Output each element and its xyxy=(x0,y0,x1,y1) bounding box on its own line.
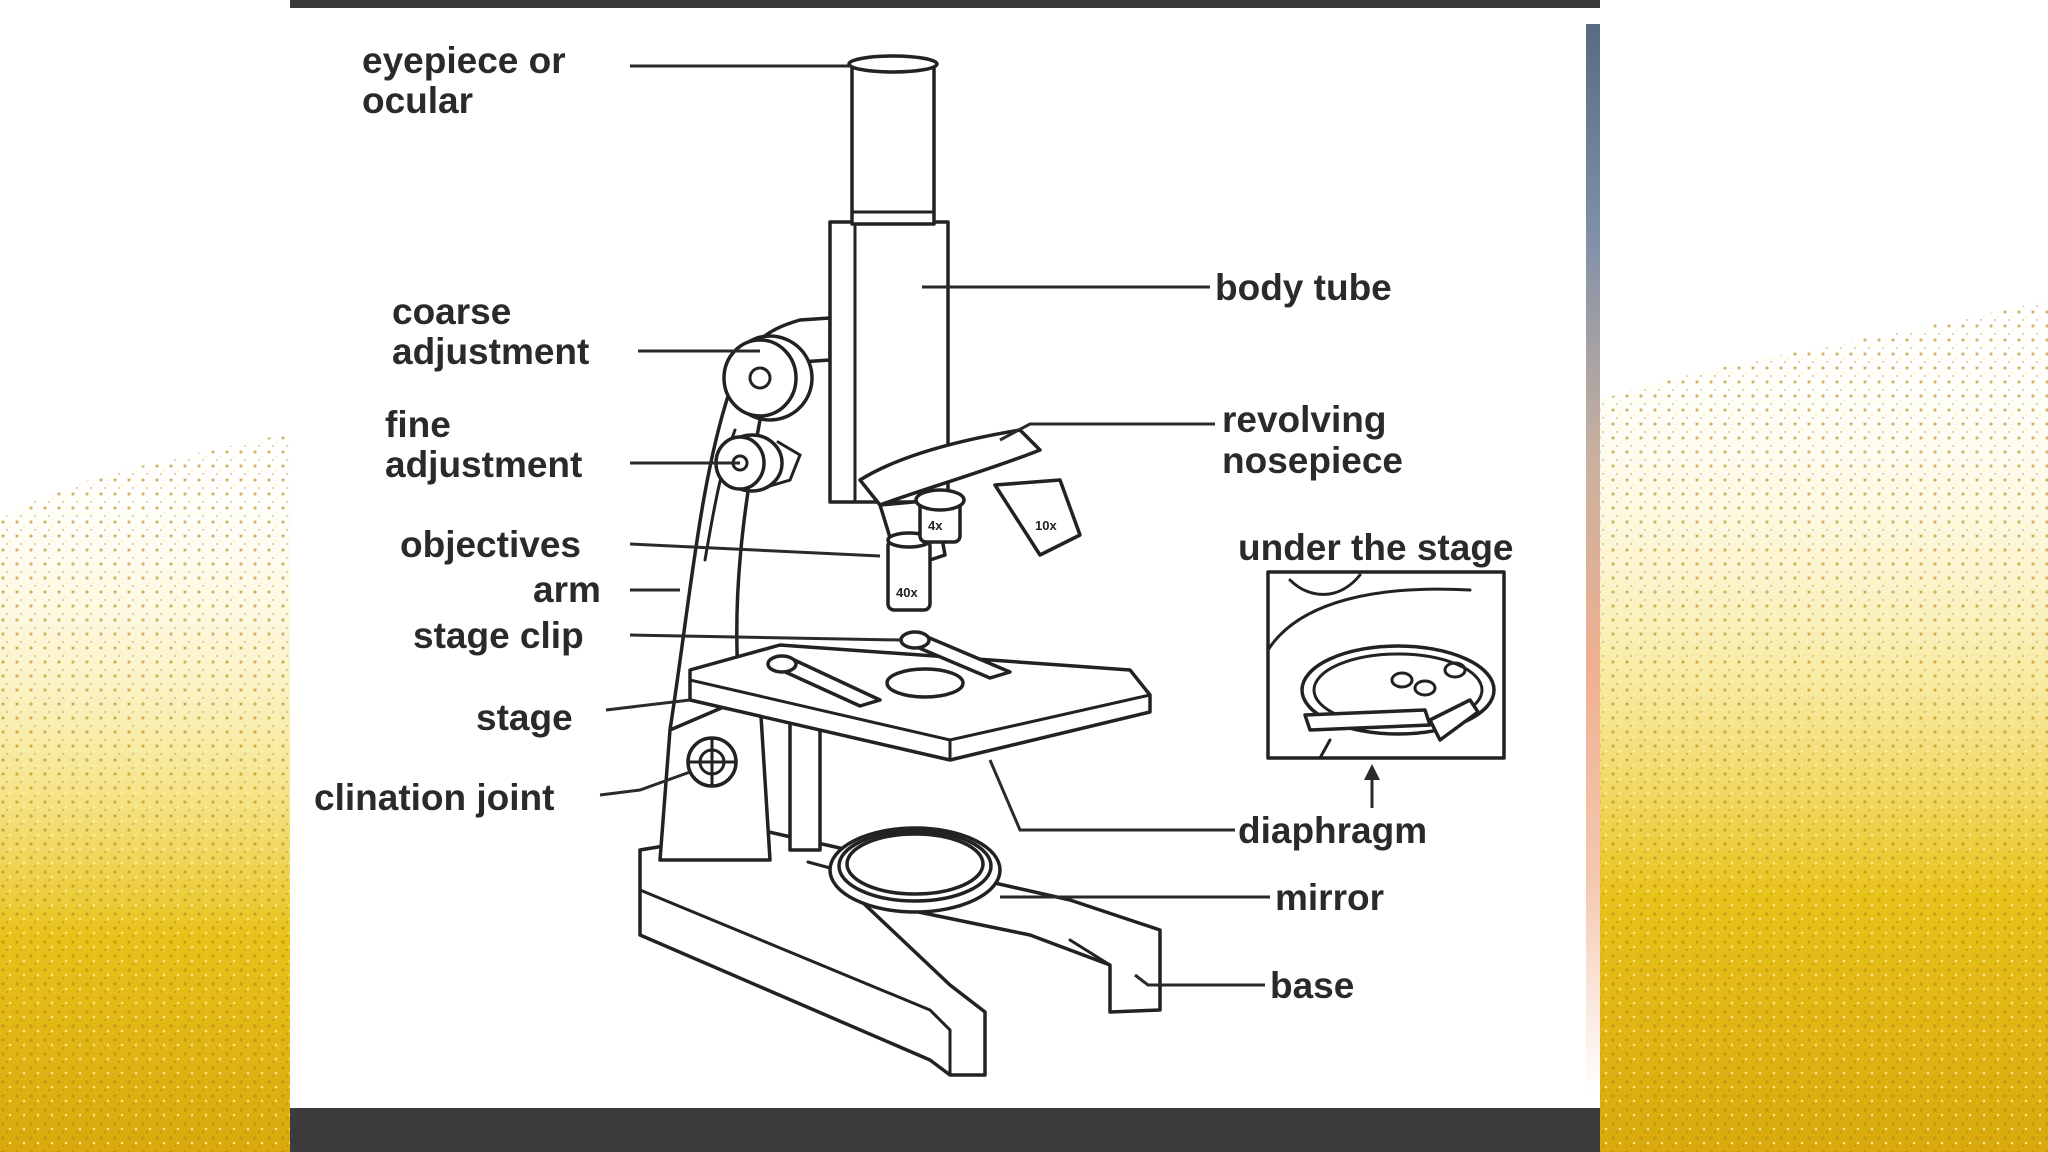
label-diaphragm: diaphragm xyxy=(1238,810,1427,851)
right-edge-strip xyxy=(1586,24,1600,1094)
label-under-stage: under the stage xyxy=(1238,527,1514,568)
under-stage-inset xyxy=(1266,570,1506,808)
leader-lines xyxy=(599,64,1270,987)
label-eyepiece-line1: eyepiece or xyxy=(362,40,566,81)
label-revolving-line1: revolving xyxy=(1222,399,1387,440)
label-body-tube: body tube xyxy=(1215,267,1392,308)
objective-mark-mid: 10x xyxy=(1035,518,1057,533)
label-eyepiece-line2: ocular xyxy=(362,80,473,121)
top-frame-bar xyxy=(290,0,1600,8)
label-revolving-line2: nosepiece xyxy=(1222,440,1403,481)
label-stage: stage xyxy=(476,697,573,738)
label-objectives: objectives xyxy=(400,524,581,565)
bottom-frame-bar xyxy=(290,1108,1600,1152)
label-fine-line1: fine xyxy=(385,404,451,445)
label-coarse-line2: adjustment xyxy=(392,331,589,372)
label-stage-clip: stage clip xyxy=(413,615,584,656)
objective-mark-low: 4x xyxy=(928,518,943,533)
label-inclination-joint: clination joint xyxy=(314,777,554,818)
label-arm: arm xyxy=(533,569,601,610)
label-fine-line2: adjustment xyxy=(385,444,582,485)
label-base: base xyxy=(1270,965,1354,1006)
labels: eyepiece or ocular body tube coarse adju… xyxy=(314,40,1514,1006)
objective-mark-high: 40x xyxy=(896,585,918,600)
label-mirror: mirror xyxy=(1275,877,1384,918)
microscope-drawing: 40x 4x 10x xyxy=(638,54,1162,1077)
label-coarse-line1: coarse xyxy=(392,291,511,332)
